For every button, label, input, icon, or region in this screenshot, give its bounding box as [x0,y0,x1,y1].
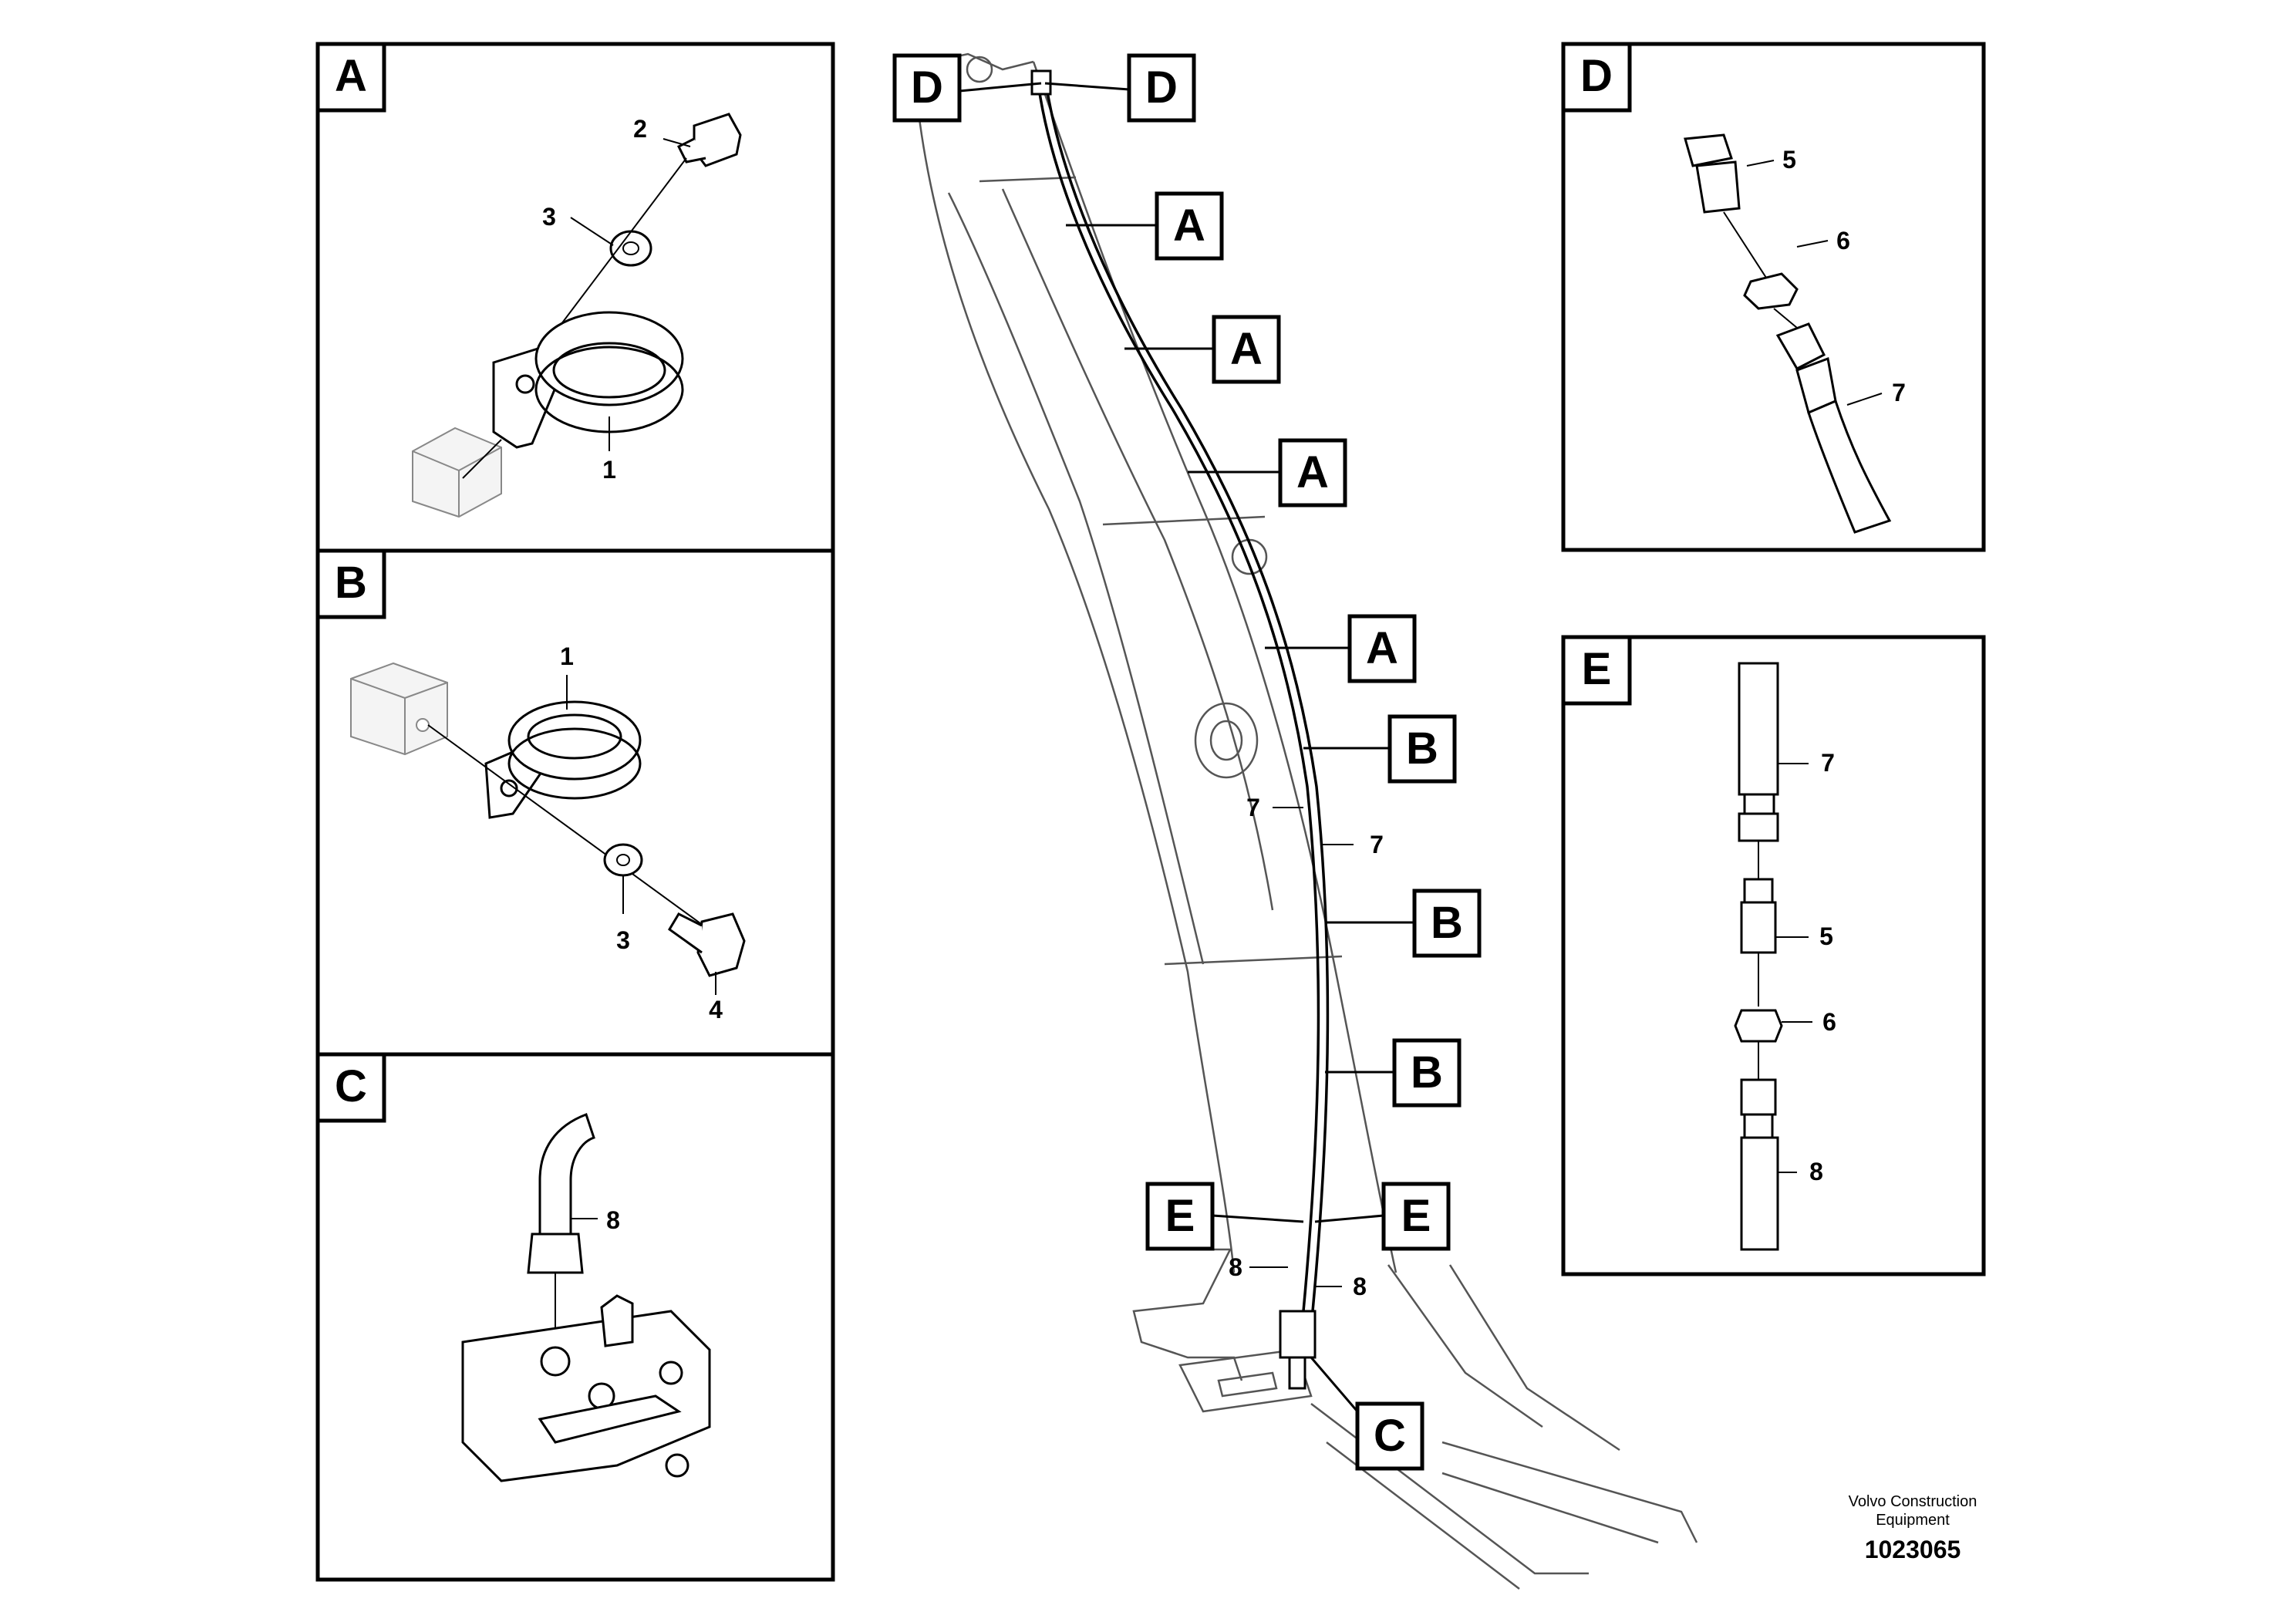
callout-a-1: A [1066,191,1224,261]
detail-panel-a: A 2 3 1 [315,42,835,553]
callout-a-4: A [1265,614,1417,683]
svg-text:B: B [1406,723,1438,774]
part-8-label: 8 [1809,1158,1823,1185]
svg-text:D: D [911,62,943,113]
nut-icon [1743,272,1799,310]
adapter-fitting-icon [1684,133,1741,214]
panel-c-letter: C [335,1061,367,1111]
callout-e-right: E [1314,1182,1451,1251]
hose-end-icon [1775,322,1892,534]
footer-credit: Volvo Construction Equipment 1023065 [1797,1492,2028,1564]
part-2-label: 2 [633,115,647,143]
part-8-label: 8 [606,1206,620,1234]
hose-clamp-icon [492,311,684,449]
adapter-fitting-icon [1740,878,1777,954]
drawing-number: 1023065 [1864,1536,1961,1563]
boom-part-8-label-left: 8 [1229,1253,1242,1281]
callout-a-3: A [1188,438,1347,508]
svg-text:A: A [1173,201,1205,251]
detail-panel-c: C 8 [315,1052,835,1582]
excavator-boom-drawing [912,52,1698,1590]
svg-text:D: D [1145,62,1178,113]
mounting-block-icon [412,427,502,518]
detail-panel-d: D 5 6 7 [1561,42,1986,552]
svg-text:A: A [1366,623,1398,673]
hose-connector-bottom [1279,1310,1317,1390]
hydraulic-hose-pair [1036,76,1330,1312]
svg-text:B: B [1411,1047,1443,1098]
callout-e-left: E [1145,1182,1304,1251]
svg-text:E: E [1401,1191,1431,1241]
part-5-label: 5 [1782,146,1796,174]
hose-end-icon [1738,662,1779,842]
panel-a-letter: A [335,51,367,101]
callout-a-2: A [1124,315,1281,384]
boom-part-8-label-right: 8 [1353,1273,1367,1300]
callout-b-3: B [1325,1038,1462,1108]
part-3-label: 3 [542,203,556,231]
panel-d-letter: D [1580,51,1613,101]
detail-panel-e: E 7 5 6 8 [1561,635,1986,1276]
part-5-label: 5 [1819,922,1833,950]
part-4-label: 4 [709,996,723,1023]
svg-text:B: B [1431,898,1463,948]
boom-part-7-label-right: 7 [1370,831,1384,858]
hose-clamp-icon [484,700,642,819]
callout-d-left: D [892,53,1042,123]
mounting-block-icon [350,662,448,756]
svg-text:E: E [1165,1191,1195,1241]
panel-d-letter-box [1561,42,1632,113]
panel-e-letter: E [1582,644,1612,694]
part-7-label: 7 [1821,749,1835,777]
callout-b-2: B [1325,889,1482,958]
part-1-label: 1 [602,456,616,484]
panel-a-letter-box [315,42,386,113]
part-1-label: 1 [560,642,574,670]
brand-line-1: Volvo Construction [1848,1493,1977,1510]
valve-block-icon [461,1294,711,1482]
svg-text:A: A [1296,447,1329,497]
callout-b-1: B [1303,714,1457,784]
bolt-icon [676,113,742,167]
part-7-label: 7 [1892,379,1906,406]
nut-icon [1734,1009,1783,1043]
bolt-icon [668,912,746,977]
panel-b-letter: B [335,558,367,608]
boom-part-7-label-left: 7 [1246,794,1260,821]
svg-text:C: C [1374,1411,1406,1461]
panel-c-letter-box [315,1052,386,1123]
part-3-label: 3 [616,926,630,954]
panel-b-letter-box [315,548,386,619]
panel-e-letter-box [1561,635,1632,706]
brand-line-2: Equipment [1876,1512,1950,1529]
hose-elbow-icon [527,1113,595,1274]
callout-d-right: D [1044,53,1196,123]
part-6-label: 6 [1822,1008,1836,1036]
svg-text:A: A [1230,324,1263,374]
callout-c: C [1310,1357,1424,1471]
hose-end-icon [1740,1078,1779,1251]
detail-panel-b: B 1 3 4 [315,548,835,1057]
part-6-label: 6 [1836,227,1850,255]
